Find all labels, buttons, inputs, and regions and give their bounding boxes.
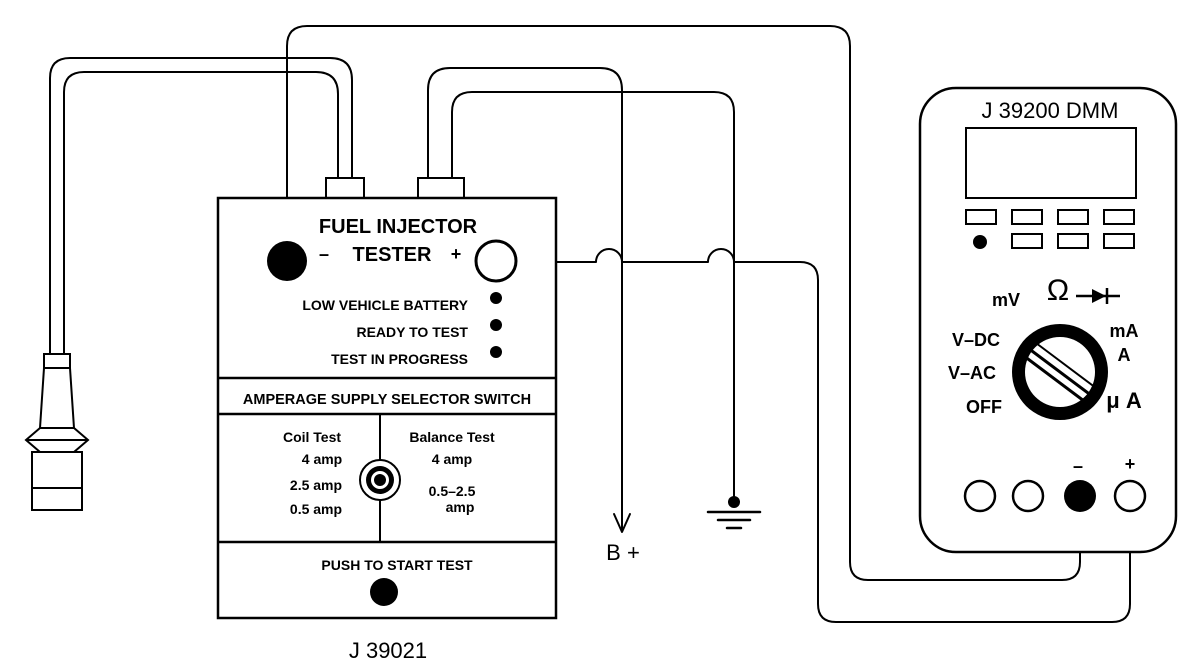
indicator-led-in-progress: [490, 346, 502, 358]
balance-test-value-range: 0.5–2.5: [429, 483, 476, 499]
balance-test-value-unit: amp: [446, 499, 475, 515]
dmm-function-dial[interactable]: [1012, 324, 1108, 420]
battery-arrow-head: [613, 513, 631, 533]
start-test-button[interactable]: [370, 578, 398, 606]
tester-plus-label: +: [451, 244, 462, 264]
injector-connector: [24, 353, 90, 511]
tester-title-line2: TESTER: [353, 244, 432, 266]
indicator-led-ready: [490, 319, 502, 331]
dial-label-vdc: V–DC: [952, 330, 1000, 350]
indicator-label-low-battery: LOW VEHICLE BATTERY: [302, 297, 468, 313]
ground-node: [728, 496, 740, 508]
dmm-jack-1[interactable]: [963, 479, 997, 513]
coil-test-value-high: 4 amp: [302, 451, 342, 467]
supply-harness-outer: [427, 67, 623, 531]
tester-jack-left: [325, 177, 365, 201]
injector-harness-inner: [63, 71, 339, 361]
balance-test-value-high: 4 amp: [432, 451, 472, 467]
dmm-key[interactable]: [1057, 209, 1089, 225]
digital-multimeter: J 39200 DMM mV Ω V–DC V–AC OFF mA A μ A: [918, 86, 1178, 554]
selector-switch-title: AMPERAGE SUPPLY SELECTOR SWITCH: [243, 392, 531, 408]
negative-test-lead: [286, 25, 1081, 581]
tester-positive-terminal[interactable]: [474, 239, 518, 283]
amperage-selector-knob[interactable]: [359, 459, 401, 501]
dmm-case: [918, 86, 1178, 554]
dmm-positive-jack[interactable]: [1113, 479, 1147, 513]
push-to-start-label: PUSH TO START TEST: [321, 557, 473, 573]
dmm-key[interactable]: [1103, 209, 1135, 225]
coil-test-heading: Coil Test: [283, 429, 341, 445]
dmm-jack-2[interactable]: [1011, 479, 1045, 513]
diode-icon: [1076, 288, 1120, 304]
tester-title-line1: FUEL INJECTOR: [319, 216, 478, 238]
dmm-key[interactable]: [1103, 233, 1135, 249]
dial-label-a: A: [1118, 345, 1131, 365]
dmm-power-button[interactable]: [973, 235, 987, 249]
dmm-title: J 39200 DMM: [982, 98, 1119, 123]
wiring: [49, 25, 1131, 623]
dial-label-ma: mA: [1109, 321, 1138, 341]
dmm-minus-label: –: [1073, 456, 1083, 476]
tester-minus-label: –: [319, 244, 329, 264]
dmm-keypad: [965, 209, 1135, 249]
dmm-key[interactable]: [1057, 233, 1089, 249]
coil-test-value-low: 0.5 amp: [290, 501, 342, 517]
balance-test-heading: Balance Test: [409, 429, 495, 445]
dmm-key[interactable]: [1011, 233, 1043, 249]
dial-label-ohm: Ω: [1047, 274, 1069, 307]
dmm-display: [965, 127, 1137, 199]
tester-negative-terminal[interactable]: [267, 241, 307, 281]
injector-harness-outer: [49, 57, 353, 361]
battery-positive-label: B +: [606, 540, 640, 565]
dial-label-ua: μ A: [1106, 388, 1142, 413]
coil-test-value-mid: 2.5 amp: [290, 477, 342, 493]
dial-label-off: OFF: [966, 397, 1002, 417]
supply-harness-inner: [451, 91, 735, 501]
dial-label-mv: mV: [992, 290, 1020, 310]
indicator-led-low-battery: [490, 292, 502, 304]
dmm-com-jack[interactable]: [1064, 480, 1096, 512]
dmm-key[interactable]: [1011, 209, 1043, 225]
indicator-label-in-progress: TEST IN PROGRESS: [331, 351, 468, 367]
dmm-key[interactable]: [965, 209, 997, 225]
fuel-injector-tester: FUEL INJECTOR TESTER – + LOW VEHICLE BAT…: [216, 177, 558, 663]
tester-jack-right: [417, 177, 465, 201]
positive-test-lead: [515, 248, 1131, 623]
indicator-label-ready: READY TO TEST: [356, 324, 468, 340]
dmm-plus-label: +: [1125, 454, 1136, 474]
dial-label-vac: V–AC: [948, 363, 996, 383]
tester-model-label: J 39021: [349, 638, 427, 663]
